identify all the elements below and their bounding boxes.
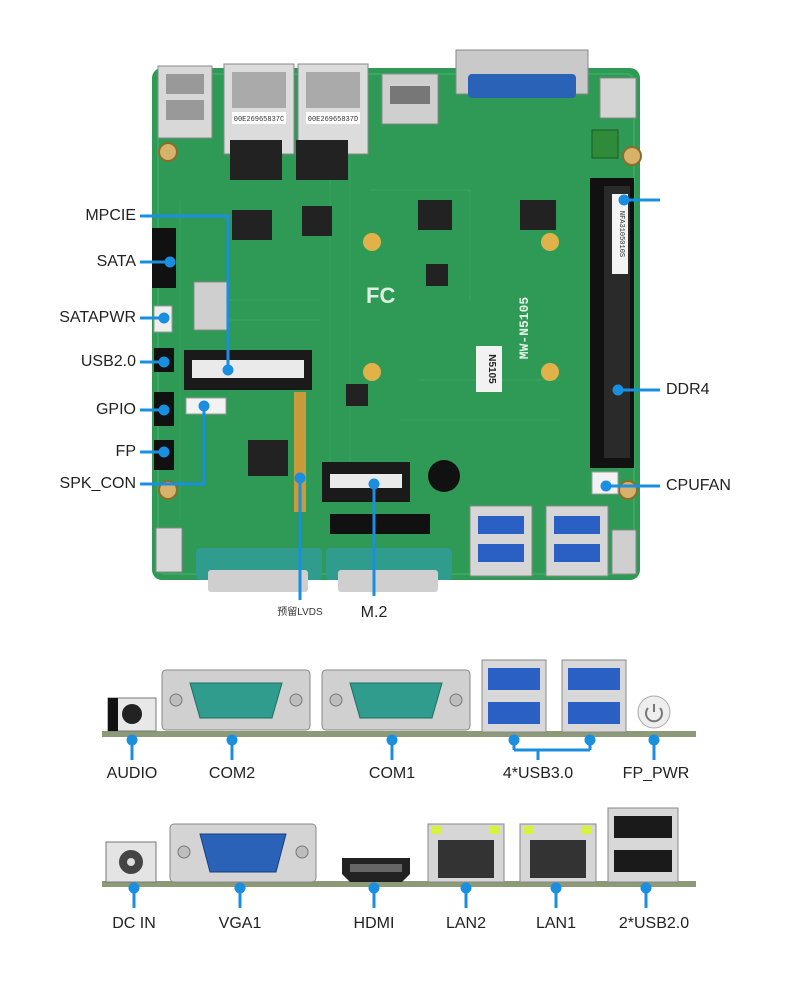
vga-port-top	[455, 49, 589, 98]
callouts	[140, 194, 660, 600]
label-hdmi: HDMI	[353, 915, 395, 932]
callouts-io	[126, 734, 660, 908]
lan-port-top-2: 00E26965837D	[297, 63, 369, 155]
board-model: MW-N5105	[517, 297, 532, 360]
label-usb2: 2*USB2.0	[618, 915, 690, 932]
label-com2: COM2	[208, 765, 256, 782]
usb3-stack-1	[481, 659, 547, 733]
pin-header-bottom	[330, 514, 430, 534]
label-cpufan: CPUFAN	[666, 477, 731, 494]
label-lan1: LAN1	[535, 915, 577, 932]
dc-jack-top	[599, 77, 637, 119]
fc-mark: FC	[366, 283, 395, 308]
rail-row2	[102, 881, 696, 887]
label-usb20: USB2.0	[80, 353, 136, 370]
mac-label-1: 00E26965837C	[234, 116, 284, 124]
label-audio: AUDIO	[106, 765, 158, 782]
cpu-model: N5105	[486, 354, 497, 384]
label-gpio: GPIO	[95, 401, 136, 418]
label-usb3: 4*USB3.0	[502, 765, 574, 782]
com-ports-bottom	[196, 548, 452, 592]
usb3-stack-2	[561, 659, 627, 733]
vga-port	[169, 823, 317, 883]
lan2-port	[427, 823, 505, 883]
hdmi-port-top	[381, 73, 439, 125]
label-spk-con: SPK_CON	[59, 475, 136, 492]
label-fp: FP	[115, 443, 136, 460]
label-sata: SATA	[96, 253, 136, 270]
power-button-bottom	[611, 529, 637, 575]
buzzer	[428, 460, 460, 492]
ram-label: NFA3105010S	[617, 211, 625, 257]
chips	[230, 140, 556, 476]
label-com1: COM1	[368, 765, 416, 782]
usb-port-top	[157, 65, 213, 139]
rail-row1	[102, 731, 696, 737]
green-terminal	[591, 129, 619, 159]
cpu-label-box	[476, 346, 502, 392]
label-satapwr: SATAPWR	[59, 309, 136, 326]
usb2-stack	[607, 807, 679, 883]
lan-port-top-1: 00E26965837C	[223, 63, 295, 155]
lan1-port	[519, 823, 597, 883]
hdmi-port	[342, 858, 410, 882]
audio-jack	[107, 697, 157, 732]
com2-port	[161, 669, 311, 731]
label-lan2: LAN2	[445, 915, 487, 932]
label-fp-pwr: FP_PWR	[622, 765, 690, 782]
com1-port	[321, 669, 471, 731]
label-lvds: 预留LVDS	[277, 607, 323, 618]
label-ddr4: DDR4	[666, 381, 710, 398]
motherboard-photo: 00E26965837C 00E26965837D	[140, 49, 660, 600]
ram-sticker	[612, 194, 628, 274]
power-button	[637, 695, 671, 729]
gold-pads	[363, 233, 559, 381]
sim-slot	[193, 281, 229, 331]
label-dc-in: DC IN	[112, 915, 156, 932]
dc-in-jack	[105, 841, 157, 883]
mac-label-2: 00E26965837D	[308, 116, 358, 124]
label-mpcie: MPCIE	[85, 207, 136, 224]
label-vga1: VGA1	[218, 915, 262, 932]
usb3-ports-bottom	[469, 505, 609, 577]
label-m2: M.2	[360, 604, 388, 621]
audio-jack-bottom	[155, 527, 183, 573]
